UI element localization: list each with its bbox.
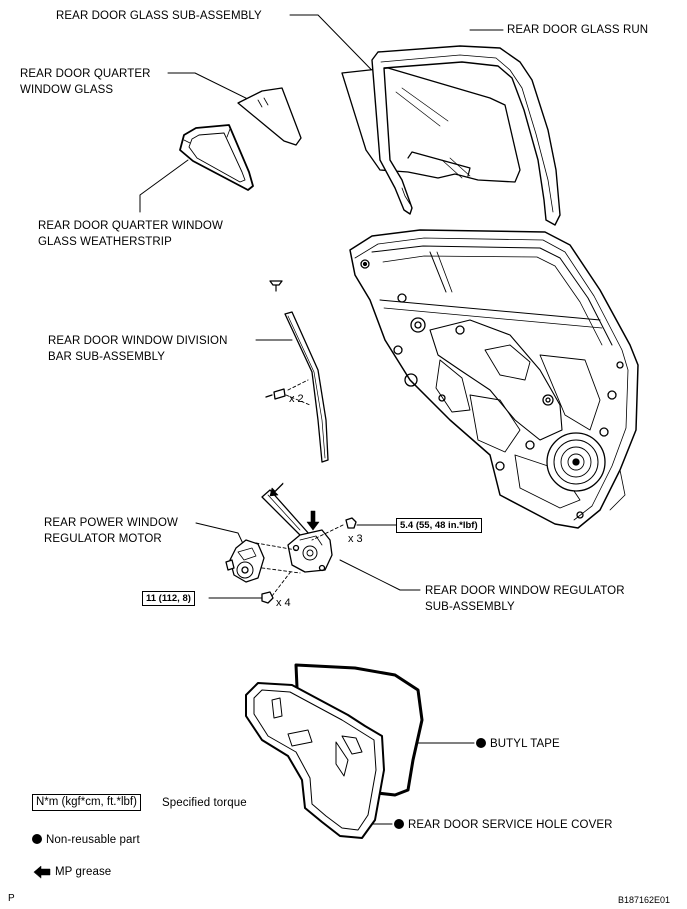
non-reusable-dot-icon — [476, 738, 486, 748]
door-panel — [349, 229, 639, 529]
division-bar — [265, 280, 329, 463]
qty-regulator-bolts-upper: x 3 — [348, 533, 363, 545]
label-glass-sub-assembly: REAR DOOR GLASS SUB-ASSEMBLY — [56, 10, 262, 22]
legend-mp-grease: MP grease — [55, 866, 112, 878]
non-reusable-dot-icon — [394, 819, 404, 829]
label-quarter-window-glass: REAR DOOR QUARTER WINDOW GLASS — [20, 68, 151, 96]
label-service-hole-cover: REAR DOOR SERVICE HOLE COVER — [394, 817, 613, 833]
label-quarter-weatherstrip: REAR DOOR QUARTER WINDOW GLASS WEATHERST… — [38, 220, 223, 248]
footer-figure-id: B187162E01 — [618, 895, 671, 905]
torque-spec-upper: 5.4 (55, 48 in.*lbf) — [396, 518, 482, 533]
footer-page-letter: P — [8, 893, 15, 904]
qty-regulator-bolts-lower: x 4 — [276, 597, 291, 609]
legend-non-reusable: Non-reusable part — [32, 832, 140, 848]
label-butyl-tape: BUTYL TAPE — [476, 736, 560, 752]
label-glass-run: REAR DOOR GLASS RUN — [507, 24, 649, 36]
door-glass-run — [371, 45, 561, 226]
label-division-bar: REAR DOOR WINDOW DIVISION BAR SUB-ASSEMB… — [48, 335, 228, 363]
window-regulator — [239, 482, 357, 604]
torque-spec-lower: 11 (112, 8) — [142, 591, 195, 606]
quarter-window-weatherstrip — [179, 124, 254, 191]
label-regulator-motor: REAR POWER WINDOW REGULATOR MOTOR — [44, 517, 178, 545]
leader-lines — [139, 14, 504, 825]
legend-torque-unit: N*m (kgf*cm, ft.*lbf) — [32, 794, 141, 811]
non-reusable-dot-icon — [32, 834, 42, 844]
legend-grease-arrow-icon — [33, 865, 51, 879]
door-glass — [341, 67, 521, 183]
service-hole-cover — [245, 663, 424, 839]
qty-division-bar-screws: x 2 — [289, 393, 304, 405]
quarter-window-glass — [237, 87, 302, 146]
legend-torque-desc: Specified torque — [162, 797, 247, 809]
label-regulator-sub-assembly: REAR DOOR WINDOW REGULATOR SUB-ASSEMBLY — [425, 585, 625, 613]
regulator-motor — [225, 539, 265, 583]
